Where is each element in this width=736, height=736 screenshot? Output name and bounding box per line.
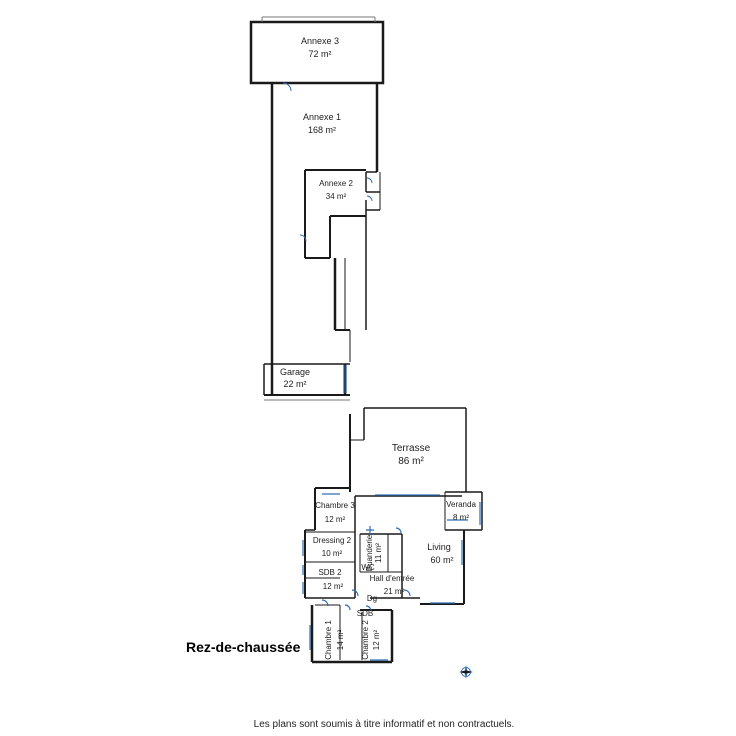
buanderie-area: 11 m² — [374, 543, 383, 563]
terrasse-area: 86 m² — [398, 456, 424, 467]
annexe2-area: 34 m² — [326, 192, 347, 201]
sdb1-name: SDB — [357, 609, 373, 618]
disclaimer-text: Les plans sont soumis à titre informatif… — [253, 719, 515, 730]
annexe2-name: Annexe 2 — [319, 179, 353, 188]
terrasse-label: Terrasse 86 m² — [392, 443, 431, 467]
annexe1-label: Annexe 1 168 m² — [303, 112, 341, 135]
compass-rose-icon — [459, 665, 473, 679]
dressing2-label: Dressing 2 10 m² — [313, 536, 352, 558]
dg-label: Dg — [367, 594, 377, 603]
annexe1-name: Annexe 1 — [303, 112, 341, 122]
living-area: 60 m² — [430, 555, 453, 565]
veranda-label: Veranda 8 m² — [446, 500, 476, 522]
buanderie-name: Buanderie — [365, 534, 374, 571]
wc-name: WC — [361, 563, 375, 572]
annexe2-label: Annexe 2 34 m² — [319, 179, 353, 201]
annexe3-area: 72 m² — [308, 49, 331, 59]
living-name: Living — [427, 542, 451, 552]
annexe-doors — [282, 82, 373, 393]
dressing2-name: Dressing 2 — [313, 536, 352, 545]
chambre2-area: 12 m² — [372, 629, 381, 650]
terrasse-name: Terrasse — [392, 443, 431, 454]
level-title: Rez-de-chaussée — [186, 639, 301, 655]
veranda-area: 8 m² — [453, 513, 469, 522]
hall-area: 21 m² — [384, 587, 405, 596]
annexe-block — [249, 16, 385, 401]
wc-label: WC — [361, 563, 375, 572]
sdb2-label: SDB 2 12 m² — [318, 568, 343, 591]
chambre3-area: 12 m² — [325, 515, 346, 524]
sdb1-label: SDB — [357, 609, 373, 618]
sdb2-name: SDB 2 — [318, 568, 342, 577]
chambre1-name: Chambre 1 — [324, 620, 333, 660]
garage-label: Garage 22 m² — [280, 367, 310, 389]
hall-name: Hall d'entrée — [370, 574, 415, 583]
chambre3-name: Chambre 3 — [315, 501, 355, 510]
chambre2-name: Chambre 2 — [361, 620, 370, 660]
annexe3-label: Annexe 3 72 m² — [301, 36, 339, 59]
house-windows — [302, 493, 481, 661]
dressing2-area: 10 m² — [322, 549, 343, 558]
chambre3-label: Chambre 3 12 m² — [315, 501, 355, 524]
hall-label: Hall d'entrée 21 m² — [370, 574, 415, 596]
chambre1-label: Chambre 1 14 m² — [324, 620, 345, 660]
living-label: Living 60 m² — [427, 542, 453, 565]
sdb2-area: 12 m² — [323, 582, 344, 591]
garage-area: 22 m² — [283, 379, 306, 389]
chambre2-label: Chambre 2 12 m² — [361, 620, 381, 660]
chambre1-area: 14 m² — [336, 629, 345, 650]
garage-name: Garage — [280, 367, 310, 377]
annexe3-wall — [249, 20, 385, 85]
annexe3-name: Annexe 3 — [301, 36, 339, 46]
veranda-name: Veranda — [446, 500, 476, 509]
house-block — [304, 407, 483, 664]
buanderie-label: Buanderie 11 m² — [365, 534, 383, 571]
annexe1-area: 168 m² — [308, 125, 336, 135]
dg-name: Dg — [367, 594, 377, 603]
